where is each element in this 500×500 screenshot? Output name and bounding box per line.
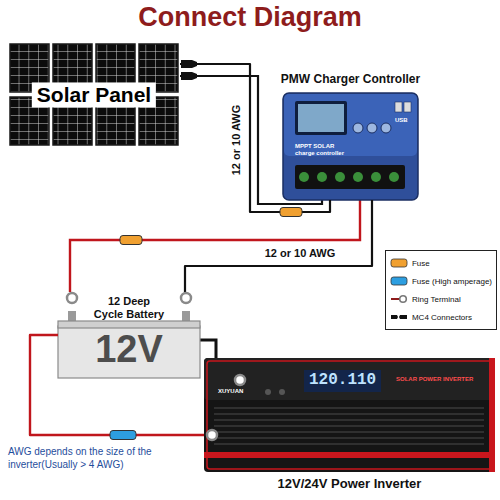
fuse [280,208,302,217]
battery-lid [58,321,200,328]
inverter-fins [214,408,484,444]
solar-panel: Solar Panel [8,42,180,148]
mc4-symbol [391,315,398,319]
ring-terminal-symbol [400,296,407,303]
legend-swatch [391,277,407,285]
panel-label: Solar Panel [32,82,156,107]
charge-controller: PMW Charger ControllerMPPT SOLAR charge … [283,93,418,200]
controller-button [381,123,391,133]
port-label: USB [395,117,408,123]
battery-voltage: 12V [95,330,163,368]
legend-sample [390,312,408,322]
legend-swatch [391,259,407,267]
terminal-screw [335,172,345,182]
wire-connector [180,64,330,212]
legend-box: FuseFuse (High amperage) Ring TerminalMC4… [385,250,497,330]
wire-gauge-label: 12 or 10 AWG [230,103,243,178]
controller-button [367,123,377,133]
legend-text: Ring Terminal [412,295,461,304]
terminal-screw [371,172,381,182]
terminal-strip [295,165,405,189]
wire-connector [185,200,372,292]
controller-face [284,94,417,156]
ring-terminal [67,293,77,303]
terminal-screw [353,172,363,182]
legend-text: Fuse [412,259,430,268]
ring-terminal [207,430,217,440]
positive-wire [70,200,360,292]
usb-port [404,102,411,112]
inverter-top-panel [204,358,495,400]
device-print: MPPT SOLAR charge controller [295,143,353,157]
inverter-button [265,389,271,395]
terminal-screw [299,172,309,182]
battery-body [58,326,200,378]
battery: 12 Deep Cycle Battery 12V [58,292,200,378]
device-heading: 12 Deep Cycle Battery [92,295,166,320]
inverter-button [279,389,285,395]
mc4-connector [181,60,197,68]
power-inverter: XUYUAN120.110SOLAR POWER INVERTER12V/24V… [204,358,495,472]
mc4-connector [181,72,197,80]
mc4-symbol [399,315,407,319]
device-heading: 12V/24V Power Inverter [278,476,422,491]
device-print: SOLAR POWER INVERTER [396,376,473,382]
legend-row: Fuse [390,254,492,272]
terminal-screw [317,172,327,182]
ring-terminal-stem [391,298,400,300]
terminal-screw [389,172,399,182]
diagram-title: Connect Diagram [0,3,500,33]
legend-text: Fuse (High amperage) [412,277,492,286]
legend-sample [390,258,408,268]
legend-row: Ring Terminal [390,290,492,308]
legend-row: Fuse (High amperage) [390,272,492,290]
note-text: AWG depends on the size of the inverter(… [8,446,178,471]
ring-terminal [235,375,245,385]
high-amperage-fuse [110,431,136,440]
display-reading: 120.110 [304,370,381,392]
legend-sample [390,276,408,286]
controller-screen [298,104,344,132]
usb-port [395,102,402,112]
inverter-red-band [489,358,495,472]
legend-row: MC4 Connectors [390,308,492,326]
fuse [120,236,142,245]
inverter-body [204,358,495,472]
legend-text: MC4 Connectors [412,313,472,322]
wire-gauge-label: 12 or 10 AWG [263,247,338,260]
controller-screen-frame [295,101,347,135]
battery-post [68,311,76,322]
device-heading: PMW Charger Controller [281,72,420,86]
controller-button [353,123,363,133]
controller-body [283,93,418,200]
battery-post [182,311,190,322]
brand-print: XUYUAN [218,388,243,394]
legend-sample [390,294,408,304]
ring-terminal [181,293,191,303]
inverter-red-band [204,452,495,458]
